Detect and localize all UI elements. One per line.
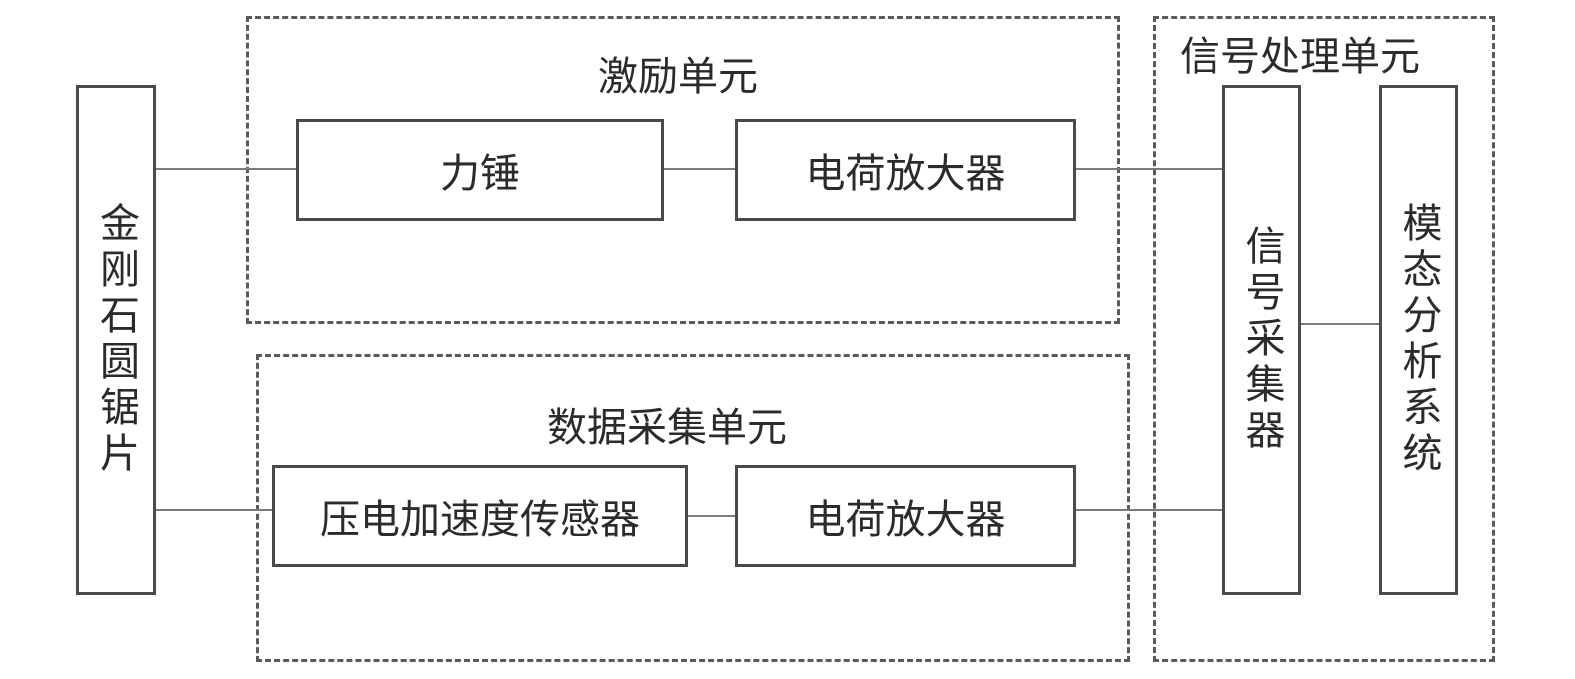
acquisition-unit-label: 数据采集单元 <box>547 405 787 451</box>
connector-amp-collector-top <box>1075 168 1223 170</box>
modal-analysis-system-block: 模态分析系统 <box>1379 85 1458 595</box>
signal-collector-block: 信号采集器 <box>1222 85 1301 595</box>
connector-hammer-amp <box>663 168 736 170</box>
saw-blade-block: 金刚石圆锯片 <box>76 85 156 595</box>
accelerometer-sensor-block: 压电加速度传感器 <box>272 465 688 567</box>
excitation-unit-group <box>246 16 1120 324</box>
connector-blade-hammer <box>155 168 297 170</box>
hammer-block: 力锤 <box>296 119 664 221</box>
charge-amplifier-top-block: 电荷放大器 <box>735 119 1076 221</box>
processing-unit-group <box>1153 16 1495 662</box>
connector-amp-collector-bottom <box>1075 509 1223 511</box>
connector-sensor-amp <box>687 515 736 517</box>
acquisition-unit-group <box>256 354 1130 662</box>
connector-collector-modal <box>1300 323 1380 325</box>
excitation-unit-label: 激励单元 <box>598 54 758 100</box>
connector-blade-sensor <box>155 509 273 511</box>
charge-amplifier-bottom-block: 电荷放大器 <box>735 465 1076 567</box>
processing-unit-label: 信号处理单元 <box>1176 24 1424 82</box>
